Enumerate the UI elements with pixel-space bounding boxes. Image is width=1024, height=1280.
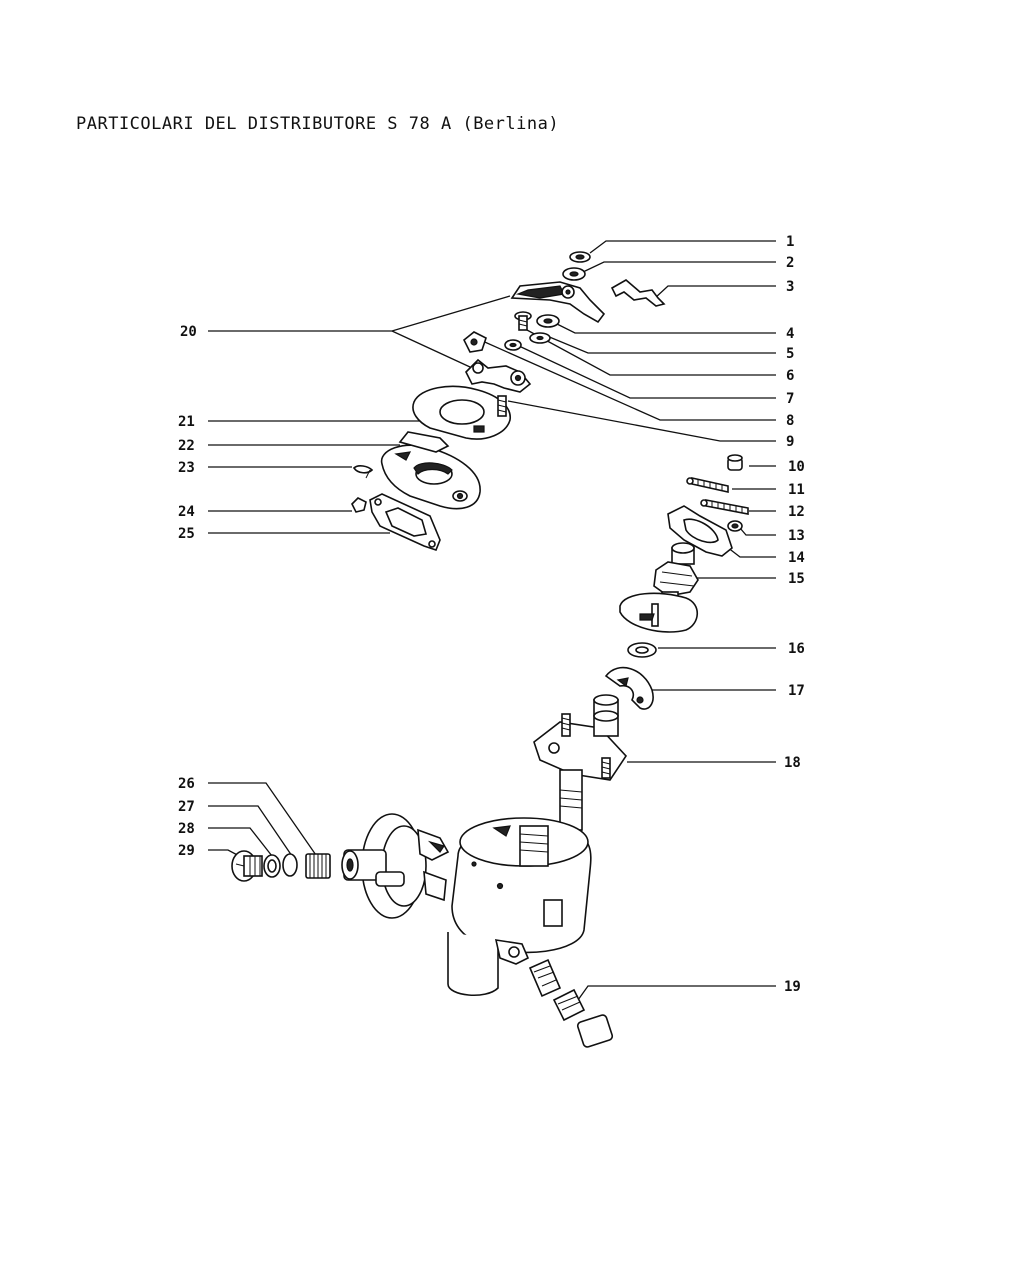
label-16: 16: [788, 641, 805, 657]
part-25-gasket: [369, 493, 441, 551]
leader-5: [546, 335, 776, 354]
part-26-spring: [305, 853, 331, 879]
leader-19: [577, 985, 776, 1001]
part-11-spring: [686, 477, 729, 493]
label-11: 11: [788, 482, 805, 498]
leader-1: [589, 240, 776, 254]
leader-26: [208, 782, 319, 859]
part-17-weight: [604, 666, 654, 710]
label-15: 15: [788, 571, 805, 587]
label-9: 9: [786, 434, 794, 450]
part-3-spring-clip: [610, 279, 666, 307]
part-20-contact-plate: [465, 358, 532, 393]
part-19-plug-spring: [528, 958, 614, 1048]
label-18: 18: [784, 755, 801, 771]
label-2: 2: [786, 255, 794, 271]
leader-2: [582, 261, 776, 273]
label-4: 4: [786, 326, 794, 342]
part-4-washer: [536, 314, 560, 328]
part-18-shaft-plate: [533, 694, 628, 831]
label-25: 25: [178, 526, 195, 542]
leader-20b: [391, 330, 471, 368]
part-12-spring: [700, 499, 749, 515]
part-28-ring: [263, 854, 281, 878]
label-27: 27: [178, 799, 195, 815]
leader-8: [477, 338, 776, 421]
part-1-washer: [569, 251, 591, 263]
leader-20a: [208, 295, 511, 332]
label-26: 26: [178, 776, 195, 792]
label-1: 1: [786, 234, 794, 250]
part-6-screw: [514, 311, 532, 331]
part-2-washer: [562, 267, 586, 281]
label-29: 29: [178, 843, 195, 859]
label-8: 8: [786, 413, 794, 429]
part-22-advance-plate: [380, 431, 481, 510]
leader-28: [208, 827, 273, 857]
part-27-washer: [282, 853, 298, 877]
part-20-breaker-arm: [510, 281, 606, 324]
part-7-washer: [504, 339, 522, 351]
part-16-washer: [627, 642, 657, 658]
part-23-clip: [352, 465, 374, 479]
part-5-washer: [529, 332, 551, 344]
distributor-body: [447, 817, 592, 997]
part-29-plug-screw: [231, 850, 263, 882]
label-21: 21: [178, 414, 195, 430]
page-title: PARTICOLARI DEL DISTRIBUTORE S 78 A (Ber…: [76, 114, 560, 134]
part-21-base-plate: [412, 385, 511, 440]
label-13: 13: [788, 528, 805, 544]
part-10-cap: [727, 454, 743, 471]
leader-13: [739, 527, 776, 536]
label-3: 3: [786, 279, 794, 295]
part-8-plate: [462, 331, 487, 353]
part-13-washer: [727, 520, 743, 532]
leader-lines: [477, 240, 776, 1001]
leader-3: [654, 285, 776, 299]
leader-4: [556, 323, 776, 334]
label-6: 6: [786, 368, 794, 384]
label-23: 23: [178, 460, 195, 476]
label-24: 24: [178, 504, 195, 520]
part-15-cam: [619, 542, 699, 633]
label-28: 28: [178, 821, 195, 837]
label-19: 19: [784, 979, 801, 995]
leader-14: [726, 546, 776, 558]
leader-27: [208, 805, 293, 857]
label-14: 14: [788, 550, 805, 566]
part-14-cam-plate: [667, 505, 733, 557]
label-7: 7: [786, 391, 794, 407]
vacuum-advance-unit: [341, 813, 450, 919]
label-22: 22: [178, 438, 195, 454]
part-labels: 1 2 3 4 5 6 7 8 9 10 11 12 13 14 15 16 1…: [178, 234, 805, 995]
label-20: 20: [180, 324, 197, 340]
leader-lines-left: [208, 295, 511, 859]
part-24-nut: [351, 497, 367, 513]
leader-9: [507, 400, 776, 442]
label-5: 5: [786, 346, 794, 362]
leader-7: [518, 345, 776, 399]
label-10: 10: [788, 459, 805, 475]
label-17: 17: [788, 683, 805, 699]
label-12: 12: [788, 504, 805, 520]
leader-6: [526, 329, 776, 376]
